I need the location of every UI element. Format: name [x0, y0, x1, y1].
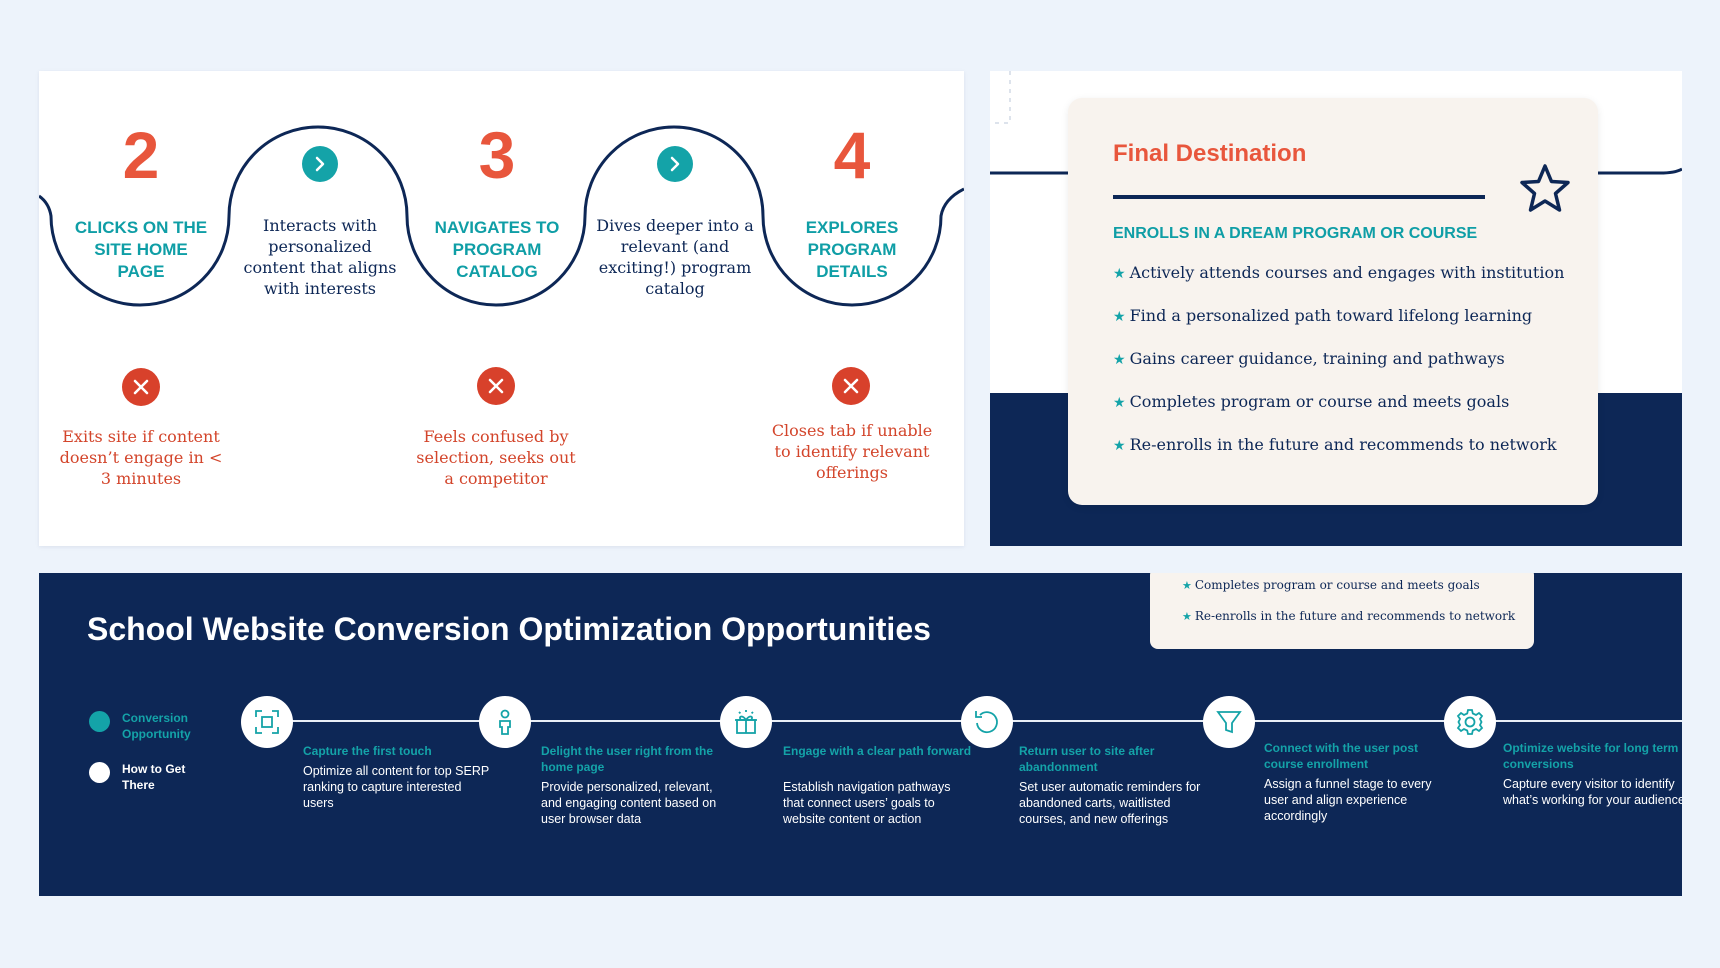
card-title: Final Destination	[1113, 140, 1307, 167]
stage-heading: Connect with the user post course enroll…	[1264, 741, 1419, 771]
stage-body: Set user automatic reminders for abandon…	[1019, 780, 1201, 826]
stage-heading: Engage with a clear path forward	[783, 744, 972, 758]
legend-dot-white	[89, 762, 110, 783]
card-subtitle: ENROLLS IN A DREAM PROGRAM OR COURSE	[1113, 225, 1478, 242]
journey-panel: 2 CLICKS ON THE SITE HOME PAGE Exits sit…	[39, 71, 964, 546]
person-icon	[479, 696, 531, 748]
stage-body: Provide personalized, relevant, and enga…	[541, 780, 717, 826]
stage-heading: Return user to site after abandonment	[1019, 744, 1155, 774]
page-title: School Website Conversion Optimization O…	[87, 611, 931, 647]
list-item: ★Re-enrolls in the future and recommends…	[1182, 609, 1516, 623]
final-destination-card: Final Destination ENROLLS IN A DREAM PRO…	[1068, 98, 1598, 505]
close-icon	[832, 367, 870, 405]
stage-body: Establish navigation pathways that conne…	[783, 780, 951, 826]
mini-card: ★Completes program or course and meets g…	[1150, 573, 1534, 649]
star-bullet-icon: ★	[1113, 309, 1126, 325]
stage-body: Capture every visitor to identify what’s…	[1503, 777, 1682, 807]
list-item: ★Actively attends courses and engages wi…	[1113, 263, 1565, 282]
star-bullet-icon: ★	[1182, 610, 1192, 623]
step-label: NAVIGATES TO PROGRAM CATALOG	[434, 218, 560, 281]
star-bullet-icon: ★	[1113, 352, 1126, 368]
exit-reason: Closes tab if unable to identify relevan…	[771, 421, 933, 482]
horizon-line	[990, 167, 1682, 175]
stage-body: Assign a funnel stage to every user and …	[1264, 777, 1432, 823]
list-item: ★Re-enrolls in the future and recommends…	[1113, 435, 1557, 454]
step-label: EXPLORES PROGRAM DETAILS	[805, 218, 899, 281]
stage-heading: Optimize website for long term conversio…	[1503, 741, 1679, 771]
opportunities-panel: ★Completes program or course and meets g…	[39, 573, 1682, 896]
return-arrow-icon	[961, 696, 1013, 748]
close-icon	[122, 368, 160, 406]
arrow-right-icon	[657, 146, 693, 182]
legend-label: Conversion Opportunity	[122, 711, 191, 741]
star-bullet-icon: ★	[1113, 266, 1126, 282]
star-bullet-icon: ★	[1113, 395, 1126, 411]
journey-wave-path	[39, 125, 964, 307]
list-item: ★Find a personalized path toward lifelon…	[1113, 306, 1533, 325]
exit-reason: Feels confused by selection, seeks out a…	[416, 427, 576, 488]
transition-text: Dives deeper into a relevant (and exciti…	[596, 216, 754, 298]
gear-icon	[1444, 696, 1496, 748]
arrow-right-icon	[302, 146, 338, 182]
star-outline-icon	[1520, 164, 1570, 212]
step-number: 4	[833, 118, 871, 192]
legend-dot-teal	[89, 711, 110, 732]
close-icon	[477, 367, 515, 405]
funnel-icon	[1203, 696, 1255, 748]
stage-body: Optimize all content for top SERP rankin…	[303, 764, 489, 810]
step-label: CLICKS ON THE SITE HOME PAGE	[74, 218, 208, 281]
exit-reason: Exits site if content doesn’t engage in …	[59, 427, 223, 488]
step-number: 3	[478, 118, 516, 192]
legend-label: How to Get There	[122, 762, 186, 792]
step-number: 2	[122, 118, 160, 192]
star-bullet-icon: ★	[1182, 579, 1192, 592]
dotted-connector	[990, 71, 1011, 124]
star-bullet-icon: ★	[1113, 438, 1126, 454]
stage-heading: Capture the first touch	[303, 744, 432, 758]
divider	[1113, 195, 1485, 199]
list-item: ★Completes program or course and meets g…	[1113, 392, 1510, 411]
list-item: ★Completes program or course and meets g…	[1182, 578, 1480, 592]
benefits-list: ★Actively attends courses and engages wi…	[1113, 262, 1564, 477]
gift-icon	[720, 696, 772, 748]
capture-frame-icon	[241, 696, 293, 748]
list-item: ★Gains career guidance, training and pat…	[1113, 349, 1505, 368]
stage-heading: Delight the user right from the home pag…	[541, 744, 714, 774]
transition-text: Interacts with personalized content that…	[243, 216, 397, 298]
final-destination-panel: Final Destination ENROLLS IN A DREAM PRO…	[990, 71, 1682, 546]
